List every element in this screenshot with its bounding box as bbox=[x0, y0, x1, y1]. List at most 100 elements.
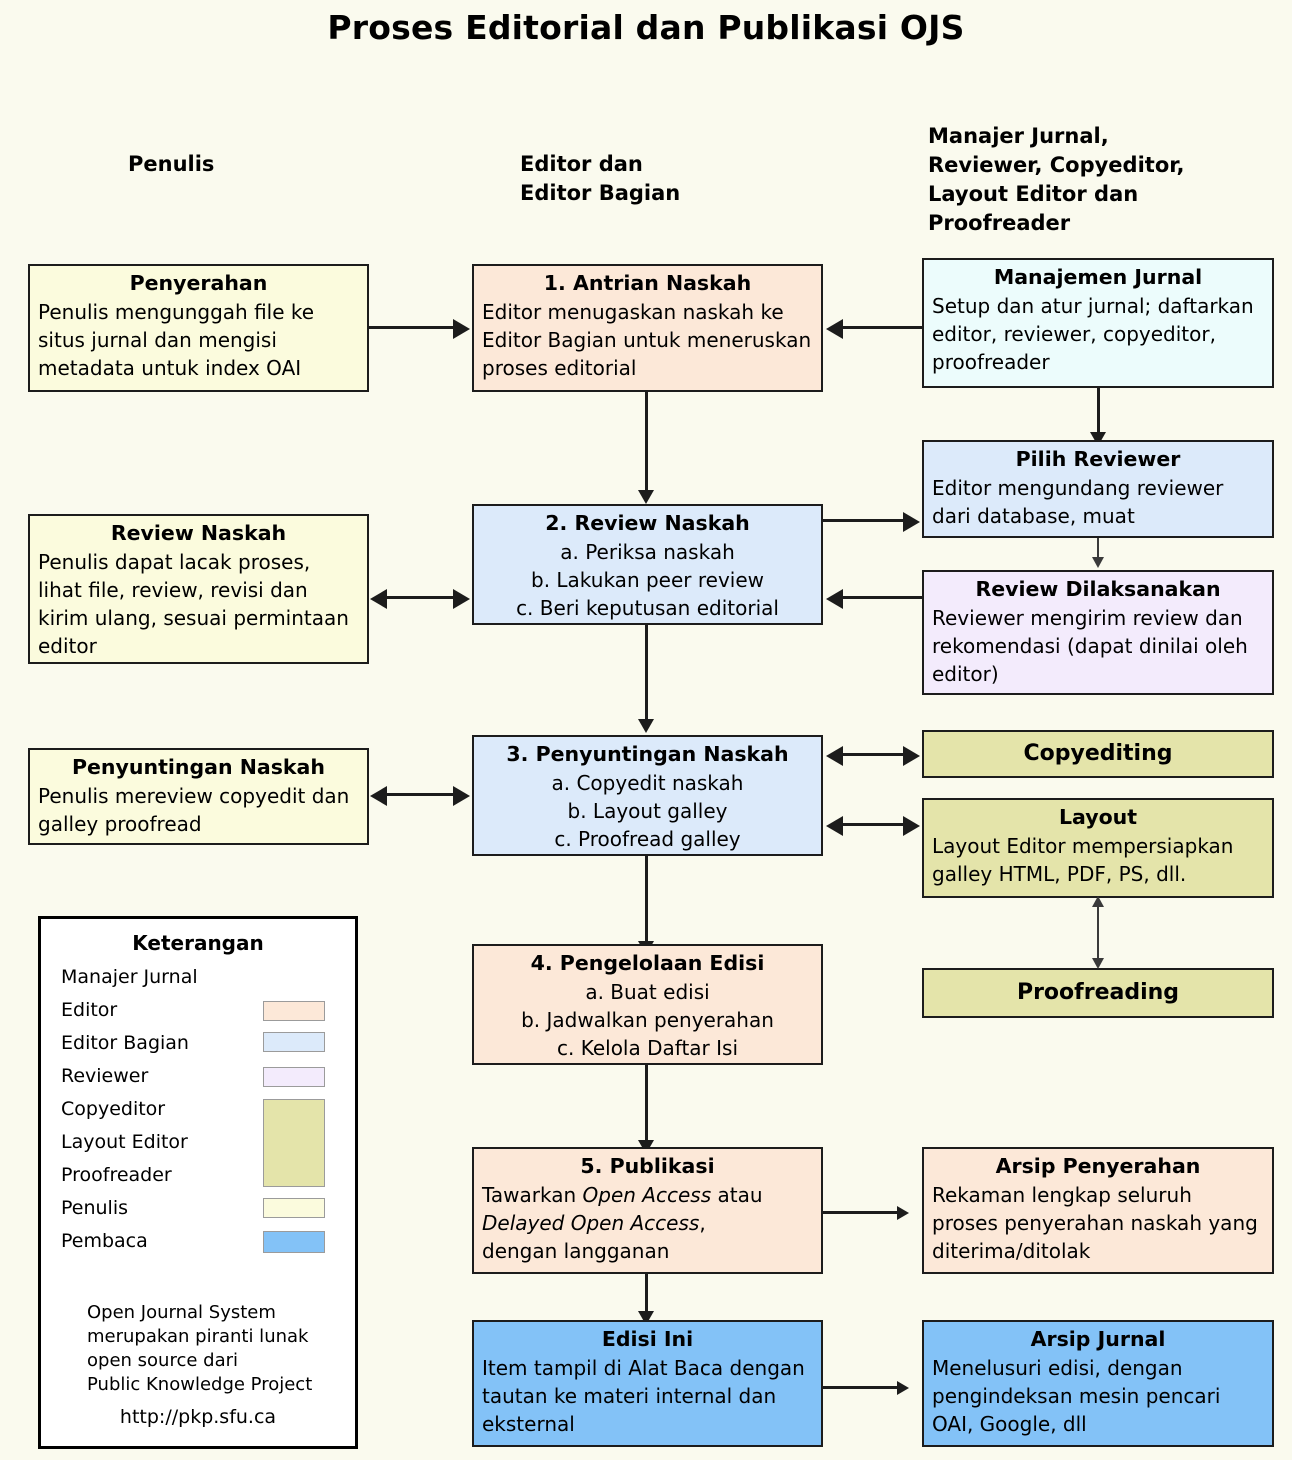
connector-antrian-to-review bbox=[645, 392, 648, 492]
connector-review-to-pilih-reviewer bbox=[823, 519, 905, 522]
box-copyediting[interactable]: Copyediting bbox=[922, 730, 1274, 778]
box-penyuntingan-naskah-item-c: c. Proofread galley bbox=[554, 827, 741, 851]
legend-swatch-reviewer bbox=[263, 1067, 325, 1087]
box-penyerahan[interactable]: Penyerahan Penulis mengunggah file ke si… bbox=[28, 264, 369, 392]
box-publikasi-body-post: atau bbox=[711, 1183, 763, 1207]
box-review-naskah[interactable]: 2. Review Naskah a. Periksa naskah b. La… bbox=[472, 504, 823, 625]
column-header-penulis-label: Penulis bbox=[128, 152, 215, 176]
legend-row-copyeditor: Copyeditor bbox=[41, 1093, 355, 1187]
box-arsip-jurnal[interactable]: Arsip Jurnal Menelusuri edisi, dengan pe… bbox=[922, 1320, 1274, 1447]
legend-label-proofreader: Proofreader bbox=[61, 1164, 172, 1186]
box-manajemen-jurnal-title: Manajemen Jurnal bbox=[993, 265, 1203, 289]
arrowhead-publikasi-to-arsip-penyerahan bbox=[897, 1206, 909, 1220]
connector-manajemen-to-antrian bbox=[843, 326, 923, 329]
column-header-editor-label: Editor dan Editor Bagian bbox=[520, 152, 681, 205]
box-penyuntingan-naskah[interactable]: 3. Penyuntingan Naskah a. Copyedit naska… bbox=[472, 735, 823, 856]
connector-penyerahan-to-antrian bbox=[369, 326, 455, 329]
box-arsip-penyerahan-title: Arsip Penyerahan bbox=[995, 1154, 1201, 1178]
arrowhead-review-right bbox=[453, 589, 470, 609]
box-publikasi-body-line3: dengan langganan bbox=[482, 1239, 670, 1263]
box-penyerahan-title: Penyerahan bbox=[129, 271, 268, 295]
box-proofreading[interactable]: Proofreading bbox=[922, 968, 1274, 1018]
connector-publikasi-to-edisi-ini bbox=[645, 1274, 648, 1313]
box-pengelolaan-edisi-item-a: a. Buat edisi bbox=[585, 980, 710, 1004]
box-proofreading-title: Proofreading bbox=[1016, 980, 1180, 1005]
box-publikasi-body-pre: Tawarkan bbox=[482, 1183, 583, 1207]
legend-swatch-pembaca bbox=[263, 1231, 325, 1253]
box-arsip-jurnal-body: Menelusuri edisi, dengan pengindeksan me… bbox=[932, 1356, 1221, 1436]
connector-layout-to-proofreading bbox=[1097, 905, 1099, 963]
column-header-penulis: Penulis bbox=[128, 150, 388, 179]
arrowhead-review-dilaksanakan-to-review bbox=[826, 589, 843, 609]
box-arsip-penyerahan[interactable]: Arsip Penyerahan Rekaman lengkap seluruh… bbox=[922, 1147, 1274, 1274]
box-edisi-ini[interactable]: Edisi Ini Item tampil di Alat Baca denga… bbox=[472, 1320, 823, 1447]
box-penyuntingan-naskah-penulis[interactable]: Penyuntingan Naskah Penulis mereview cop… bbox=[28, 748, 369, 845]
box-publikasi-title: 5. Publikasi bbox=[580, 1154, 715, 1178]
legend-row-editor: Editor bbox=[41, 994, 355, 1027]
box-pengelolaan-edisi[interactable]: 4. Pengelolaan Edisi a. Buat edisi b. Ja… bbox=[472, 944, 823, 1065]
connector-penyuntingan-to-copyediting bbox=[840, 753, 906, 756]
column-header-lainnya-label: Manajer Jurnal, Reviewer, Copyeditor, La… bbox=[928, 124, 1185, 235]
arrowhead-copyediting-right bbox=[903, 746, 920, 766]
legend-row-manajer-jurnal: Manajer Jurnal bbox=[41, 961, 355, 994]
box-penyuntingan-naskah-penulis-body: Penulis mereview copyedit dan galley pro… bbox=[38, 784, 350, 836]
box-penyuntingan-naskah-title: 3. Penyuntingan Naskah bbox=[506, 742, 789, 766]
page-title: Proses Editorial dan Publikasi OJS bbox=[327, 8, 965, 47]
legend-label-editor-bagian: Editor Bagian bbox=[61, 1032, 189, 1054]
box-review-dilaksanakan-title: Review Dilaksanakan bbox=[975, 577, 1221, 601]
arrowhead-copyediting-left bbox=[826, 746, 843, 766]
connector-review-to-penyuntingan bbox=[645, 625, 648, 721]
box-pilih-reviewer-body: Editor mengundang reviewer dari database… bbox=[932, 476, 1224, 528]
box-layout[interactable]: Layout Layout Editor mempersiapkan galle… bbox=[922, 798, 1274, 898]
legend-swatch-editor-bagian bbox=[263, 1032, 325, 1052]
connector-penulis-penyuntingan-to-penyuntingan bbox=[387, 793, 455, 796]
legend-row-penulis: Penulis bbox=[41, 1192, 355, 1225]
connector-penulis-review-to-review bbox=[387, 596, 455, 599]
box-pilih-reviewer-title: Pilih Reviewer bbox=[1015, 447, 1181, 471]
box-penyuntingan-naskah-penulis-title: Penyuntingan Naskah bbox=[72, 755, 325, 779]
box-review-dilaksanakan[interactable]: Review Dilaksanakan Reviewer mengirim re… bbox=[922, 570, 1274, 695]
box-review-naskah-item-c: c. Beri keputusan editorial bbox=[516, 596, 779, 620]
box-antrian-naskah[interactable]: 1. Antrian Naskah Editor menugaskan nask… bbox=[472, 264, 823, 392]
box-pilih-reviewer[interactable]: Pilih Reviewer Editor mengundang reviewe… bbox=[922, 440, 1274, 538]
legend-label-reviewer: Reviewer bbox=[61, 1065, 149, 1087]
legend-row-reviewer: Reviewer bbox=[41, 1060, 355, 1093]
arrowhead-review-left bbox=[370, 589, 387, 609]
box-manajemen-jurnal-body: Setup dan atur jurnal; daftarkan editor,… bbox=[932, 294, 1254, 374]
connector-publikasi-to-arsip-penyerahan bbox=[823, 1211, 901, 1214]
box-manajemen-jurnal[interactable]: Manajemen Jurnal Setup dan atur jurnal; … bbox=[922, 258, 1274, 388]
box-arsip-penyerahan-body: Rekaman lengkap seluruh proses penyeraha… bbox=[932, 1183, 1258, 1263]
legend-url[interactable]: http://pkp.sfu.ca bbox=[119, 1406, 277, 1428]
box-review-naskah-penulis[interactable]: Review Naskah Penulis dapat lacak proses… bbox=[28, 514, 369, 664]
legend-note: Open Journal System merupakan piranti lu… bbox=[87, 1302, 313, 1395]
box-layout-title: Layout bbox=[1058, 805, 1138, 829]
legend-label-pembaca: Pembaca bbox=[61, 1230, 148, 1252]
arrowhead-review-to-pilih-reviewer bbox=[903, 512, 920, 532]
box-edisi-ini-body: Item tampil di Alat Baca dengan tautan k… bbox=[482, 1356, 805, 1436]
connector-penyuntingan-to-pengelolaan bbox=[645, 856, 648, 943]
column-header-editor: Editor dan Editor Bagian bbox=[520, 121, 820, 208]
box-penyuntingan-naskah-item-a: a. Copyedit naskah bbox=[551, 771, 744, 795]
arrowhead-layout-right bbox=[903, 816, 920, 836]
arrowhead-edisi-ini-to-arsip-jurnal bbox=[897, 1381, 909, 1395]
legend-label-manajer-jurnal: Manajer Jurnal bbox=[61, 966, 198, 988]
box-review-naskah-penulis-title: Review Naskah bbox=[110, 521, 287, 545]
box-review-naskah-item-a: a. Periksa naskah bbox=[560, 540, 735, 564]
legend-row-layout-editor: Layout Editor bbox=[41, 1126, 355, 1159]
legend-label-editor: Editor bbox=[61, 999, 118, 1021]
legend-panel: Keterangan Manajer Jurnal Editor Editor … bbox=[38, 916, 358, 1449]
box-antrian-naskah-body: Editor menugaskan naskah ke Editor Bagia… bbox=[482, 300, 812, 380]
arrowhead-layout-left bbox=[826, 816, 843, 836]
box-pengelolaan-edisi-item-b: b. Jadwalkan penyerahan bbox=[521, 1008, 774, 1032]
arrowhead-layout-up bbox=[1092, 896, 1104, 907]
arrowhead-review-to-penyuntingan bbox=[638, 719, 654, 733]
connector-edisi-ini-to-arsip-jurnal bbox=[823, 1386, 901, 1389]
arrowhead-pilih-to-dilaksanakan bbox=[1092, 557, 1104, 568]
connector-manajemen-to-pilih-reviewer bbox=[1097, 388, 1100, 434]
connector-review-dilaksanakan-to-review bbox=[843, 596, 923, 599]
connector-pengelolaan-to-publikasi bbox=[645, 1065, 648, 1142]
legend-swatch-copyeditor-layout-proofreader bbox=[263, 1099, 325, 1187]
box-publikasi-open-access: Open Access bbox=[582, 1183, 712, 1207]
